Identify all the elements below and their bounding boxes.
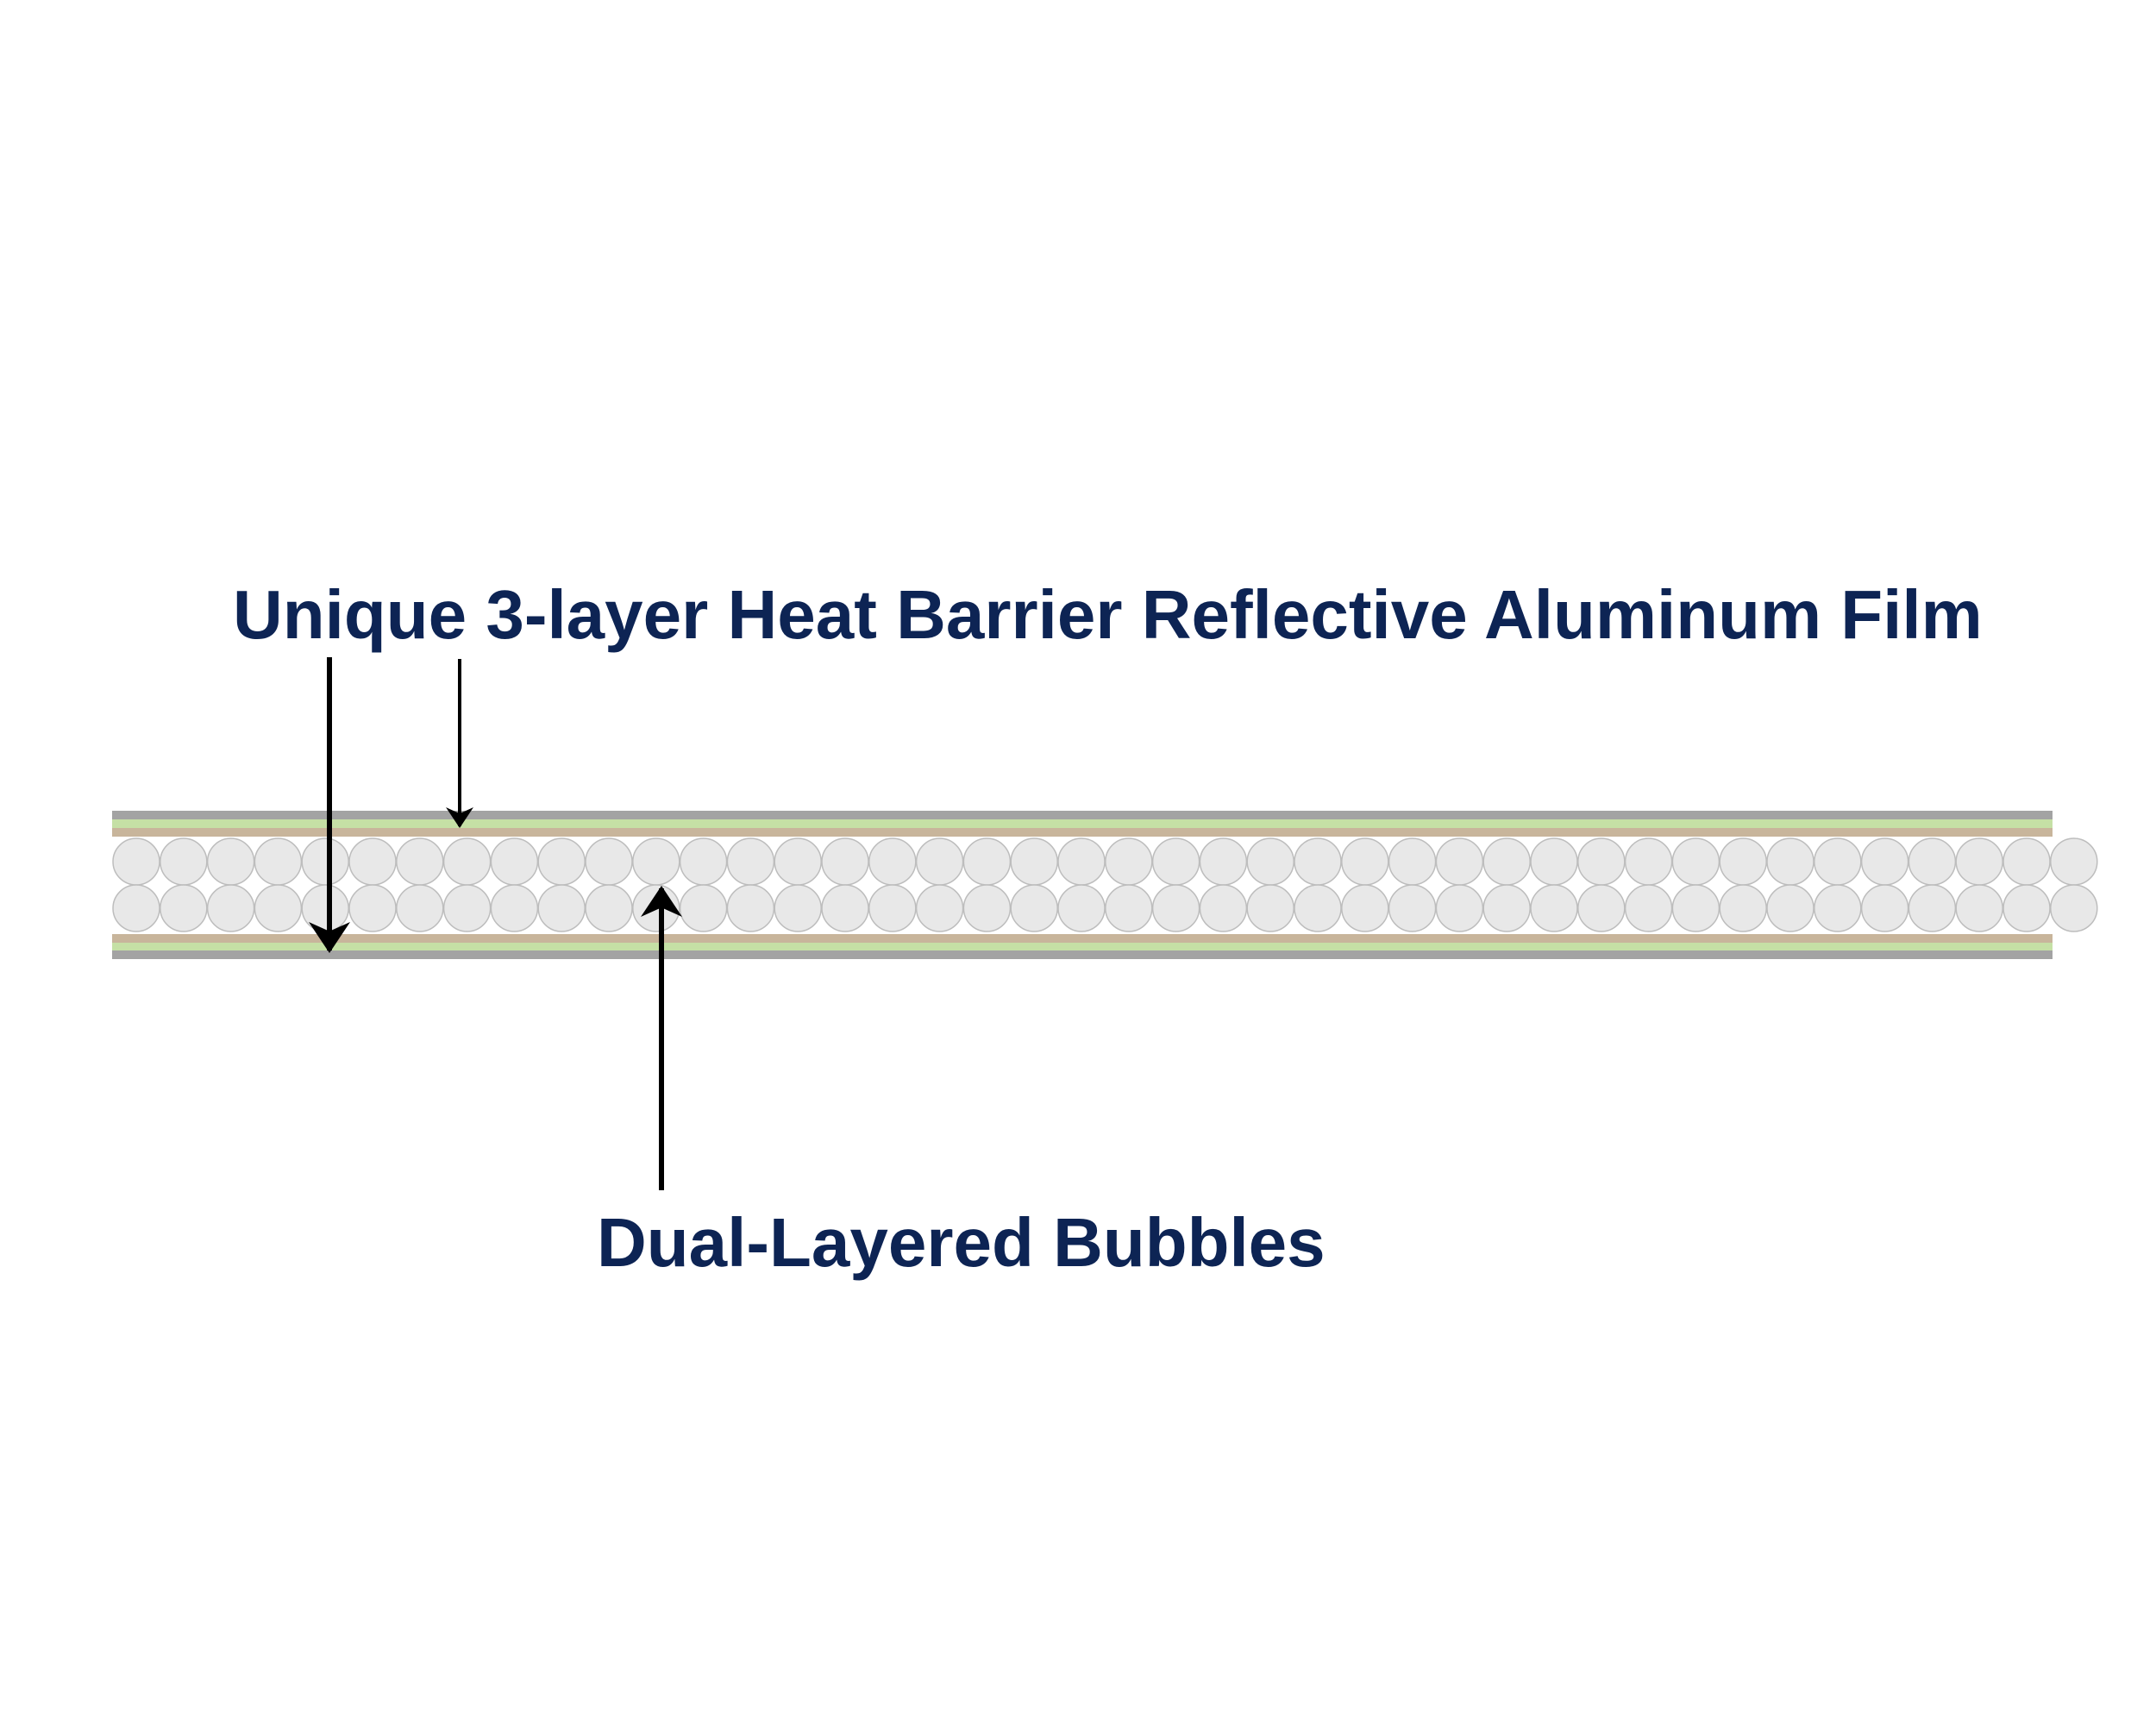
bubble bbox=[585, 884, 633, 932]
bubble bbox=[301, 884, 349, 932]
bubble bbox=[774, 884, 822, 932]
bubbles-label: Dual-Layered Bubbles bbox=[597, 1204, 1326, 1281]
bubble bbox=[726, 884, 775, 932]
bubble bbox=[2002, 884, 2051, 932]
bubble bbox=[301, 837, 349, 886]
bubble bbox=[160, 837, 208, 886]
top-film-gray-band bbox=[112, 811, 2053, 819]
bubble bbox=[396, 884, 444, 932]
bubble bbox=[1388, 884, 1437, 932]
bubble bbox=[2050, 884, 2098, 932]
bubble bbox=[1624, 884, 1673, 932]
bottom-film-tan-band bbox=[112, 934, 2053, 943]
bubble bbox=[1341, 837, 1389, 886]
bubble bbox=[821, 837, 869, 886]
bubble bbox=[160, 884, 208, 932]
bubble bbox=[442, 884, 492, 932]
bubble bbox=[1577, 837, 1626, 886]
bubble bbox=[490, 884, 539, 932]
bubble bbox=[537, 837, 586, 886]
bubble bbox=[2050, 837, 2098, 886]
bubble bbox=[442, 837, 492, 886]
bubble bbox=[1814, 884, 1862, 932]
bubble bbox=[1482, 837, 1531, 886]
bubble bbox=[1057, 837, 1106, 886]
bubble bbox=[254, 837, 303, 886]
bubble bbox=[726, 837, 775, 886]
bubble bbox=[206, 837, 255, 886]
bubble bbox=[632, 884, 680, 932]
bubble bbox=[1388, 837, 1437, 886]
bubble bbox=[1908, 837, 1957, 886]
bubble bbox=[1199, 837, 1248, 886]
bubble bbox=[1435, 837, 1484, 886]
bubble bbox=[1246, 884, 1294, 932]
bubble bbox=[1246, 837, 1294, 886]
bubble bbox=[1294, 837, 1342, 886]
bubble bbox=[1341, 884, 1389, 932]
bubble bbox=[1955, 837, 2003, 886]
bubble bbox=[1482, 884, 1531, 932]
bubble bbox=[1719, 884, 1767, 932]
bubble bbox=[868, 837, 917, 886]
bubble bbox=[1908, 884, 1957, 932]
bubble bbox=[1199, 884, 1248, 932]
bubble bbox=[585, 837, 633, 886]
dual-bubble-layers bbox=[112, 837, 2098, 932]
bubble bbox=[1671, 884, 1720, 932]
bubble bbox=[1860, 837, 1909, 886]
bubble bbox=[1577, 884, 1626, 932]
bubble bbox=[1624, 837, 1673, 886]
bubble bbox=[1530, 837, 1578, 886]
top-film-tan-band bbox=[112, 828, 2053, 837]
top-film-layer bbox=[112, 811, 2053, 837]
bubble bbox=[1530, 884, 1578, 932]
bubble bbox=[1151, 837, 1200, 886]
bottom-film-gray-band bbox=[112, 950, 2053, 959]
bubble bbox=[396, 837, 444, 886]
bubble bbox=[254, 884, 303, 932]
bubble bbox=[962, 884, 1012, 932]
bubble bbox=[1435, 884, 1484, 932]
bubble bbox=[1860, 884, 1909, 932]
bubble bbox=[679, 837, 728, 886]
bubble bbox=[915, 884, 964, 932]
bubble bbox=[915, 837, 964, 886]
bubble bbox=[1814, 837, 1862, 886]
bubble bbox=[1294, 884, 1342, 932]
bubble bbox=[1955, 884, 2003, 932]
bottom-film-layer bbox=[112, 934, 2053, 959]
bubble bbox=[962, 837, 1012, 886]
bubble bbox=[632, 837, 680, 886]
bubble bbox=[1057, 884, 1106, 932]
bubble bbox=[868, 884, 917, 932]
bubble bbox=[1671, 837, 1720, 886]
film-label: Unique 3-layer Heat Barrier Reflective A… bbox=[233, 576, 1983, 653]
bubble bbox=[348, 837, 397, 886]
bubble bbox=[1151, 884, 1200, 932]
bubble bbox=[1105, 837, 1153, 886]
bubble bbox=[1766, 837, 1814, 886]
bubble bbox=[821, 884, 869, 932]
bubble bbox=[112, 837, 160, 886]
bubble bbox=[2002, 837, 2051, 886]
bubble bbox=[1010, 837, 1058, 886]
bubble bbox=[206, 884, 255, 932]
top-film-green-band bbox=[112, 819, 2053, 828]
bubble bbox=[774, 837, 822, 886]
bubble bbox=[490, 837, 539, 886]
bubble bbox=[679, 884, 728, 932]
bubble bbox=[1766, 884, 1814, 932]
bubble bbox=[1105, 884, 1153, 932]
bubble bbox=[1719, 837, 1767, 886]
bottom-film-green-band bbox=[112, 943, 2053, 950]
bubble bbox=[112, 884, 160, 932]
bubble bbox=[537, 884, 586, 932]
bubble bbox=[1010, 884, 1058, 932]
bubble bbox=[348, 884, 397, 932]
